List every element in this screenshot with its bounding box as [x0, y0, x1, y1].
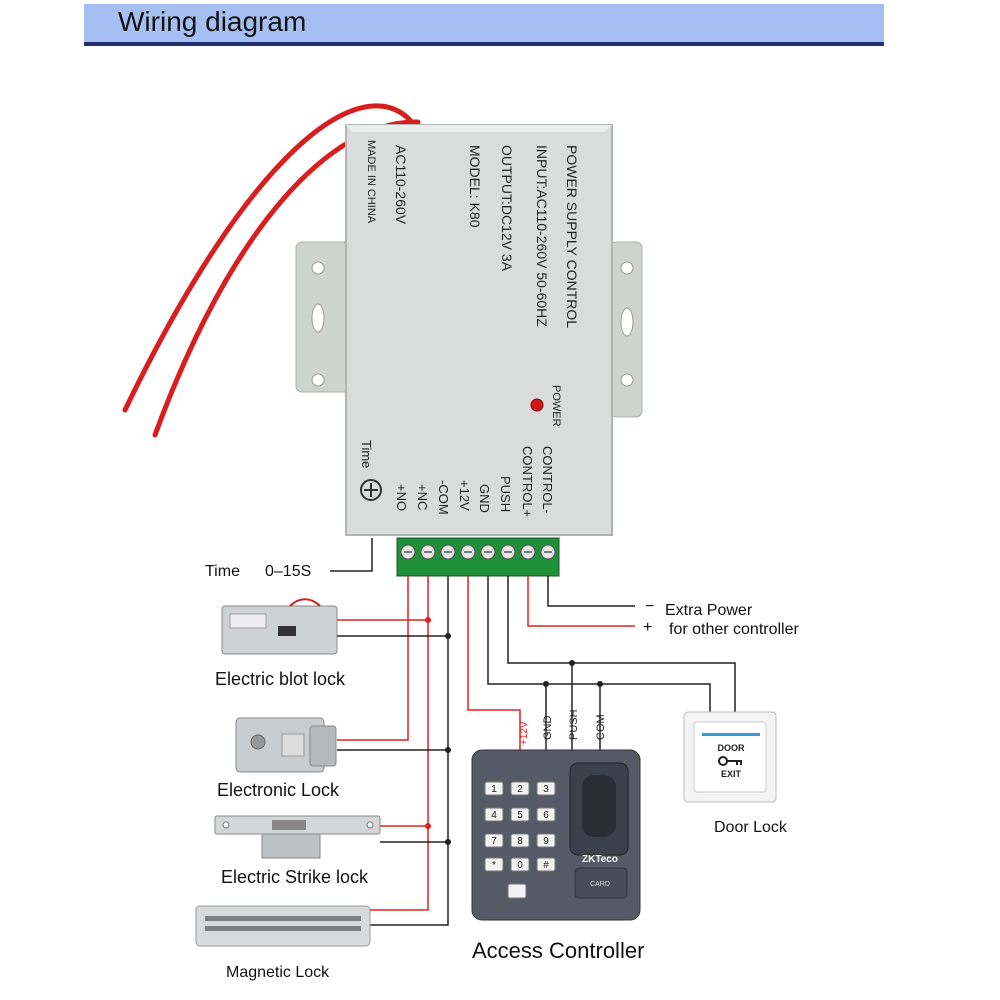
electronic-lock-image	[235, 717, 337, 773]
power-supply-unit	[295, 124, 643, 536]
pin-label-push: PUSH	[568, 709, 580, 740]
key-6: 6	[543, 810, 549, 821]
extra-power-label: Extra Power	[665, 602, 753, 619]
extra-power-sublabel: for other controller	[669, 621, 800, 638]
lock-wires	[337, 576, 449, 926]
time-adjust-knob-icon[interactable]	[360, 479, 382, 501]
electronic-lock-label: Electronic Lock	[217, 780, 340, 800]
terminal-block	[396, 537, 560, 577]
key-7: 7	[491, 836, 497, 847]
key-2: 2	[517, 784, 523, 795]
exit-button-bottom-text: EXIT	[721, 769, 742, 779]
extra-power-plus-wire	[527, 576, 635, 627]
time-range-value: 0–15S	[265, 563, 311, 580]
electric-bolt-lock-image	[221, 598, 338, 655]
electric-bolt-lock-label: Electric blot lock	[215, 669, 346, 689]
electric-strike-lock-label: Electric Strike lock	[221, 867, 369, 887]
access-controller-label: Access Controller	[472, 938, 644, 963]
wire-junctions	[425, 617, 451, 845]
psu-output: OUTPUT:DC12V 3A	[499, 145, 515, 272]
psu-ac-label: AC110-260V	[393, 145, 409, 225]
magnetic-lock-image	[195, 905, 371, 947]
key-star: *	[492, 860, 496, 871]
key-5: 5	[517, 810, 523, 821]
power-led-icon	[530, 398, 544, 412]
pin-label-12v: +12V	[519, 721, 530, 745]
terminal-label-push: PUSH	[498, 476, 513, 512]
key-9: 9	[543, 836, 549, 847]
exit-button-top-text: DOOR	[718, 743, 746, 753]
key-4: 4	[491, 810, 497, 821]
terminal-label-gnd: GND	[477, 484, 492, 513]
psu-made-in: MADE IN CHINA	[365, 140, 377, 224]
key-hash: #	[543, 860, 549, 871]
card-label: CARD	[590, 881, 610, 888]
key-1: 1	[491, 784, 497, 795]
terminal-label-12v: +12V	[457, 480, 472, 511]
key-8: 8	[517, 836, 523, 847]
terminal-label-nc: +NC	[415, 484, 430, 510]
controller-brand: ZKTeco	[582, 854, 618, 865]
time-range-label: Time	[205, 563, 240, 580]
psu-power-label: POWER	[550, 385, 562, 427]
extra-power-minus-wire	[547, 576, 635, 607]
key-3: 3	[543, 784, 549, 795]
psu-time-label: Time	[359, 440, 374, 468]
psu-model: MODEL: K80	[467, 145, 483, 228]
terminal-label-control-plus: CONTROL+	[520, 446, 535, 517]
keypad-keys	[484, 781, 556, 872]
extra-power-plus-sign: +	[643, 619, 652, 636]
terminal-label-control-minus: CONTROL-	[540, 446, 555, 514]
door-exit-button-image	[683, 711, 777, 803]
terminal-label-com: -COM	[436, 480, 451, 515]
magnetic-lock-label: Magnetic Lock	[226, 964, 330, 981]
psu-title: POWER SUPPLY CONTROL	[564, 145, 580, 328]
header-bar: Wiring diagram	[84, 4, 884, 46]
terminal-label-no: +NO	[394, 484, 409, 511]
electric-strike-lock-image	[214, 815, 381, 859]
page-title: Wiring diagram	[118, 6, 307, 37]
pin-label-gnd: GND	[542, 716, 554, 741]
extra-power-minus-sign: −	[645, 598, 654, 615]
key-0: 0	[517, 860, 523, 871]
door-lock-label: Door Lock	[714, 819, 788, 836]
psu-input: INPUT:AC110-260V 50-60HZ	[534, 145, 550, 327]
pin-label-com: COM	[595, 714, 607, 740]
